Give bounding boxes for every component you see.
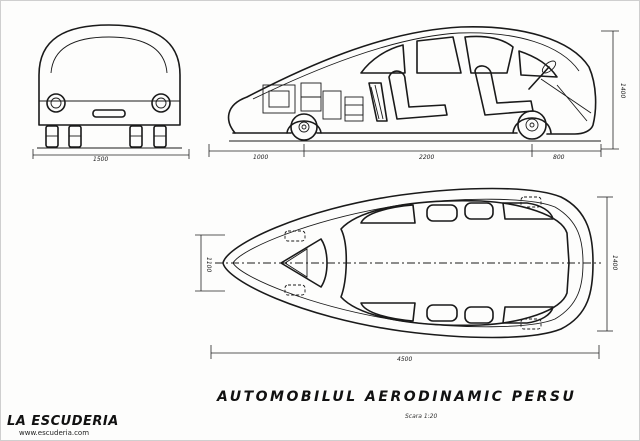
scale-note: Scara 1:20 (405, 413, 437, 420)
logo-text: LA ESCUDERIA (7, 414, 119, 429)
drawing-title: AUTOMOBILUL AERODINAMIC PERSU (216, 389, 576, 405)
front-overhang-label: 1000 (253, 154, 268, 161)
height-label: 1400 (619, 83, 626, 98)
front-view: 1500 (32, 24, 190, 163)
escuderia-logo: LA ESCUDERIA www.escuderia.com (7, 414, 119, 437)
plan-view: 1100 1400 4500 (195, 187, 618, 363)
plan-width-label: 1400 (611, 255, 618, 270)
wheelbase-label: 2200 (419, 154, 434, 161)
front-width-label: 1500 (93, 156, 108, 163)
logo-url: www.escuderia.com (19, 429, 89, 437)
total-length-label: 4500 (397, 356, 412, 363)
track-width-label: 1100 (205, 257, 212, 272)
rear-overhang-label: 800 (553, 154, 565, 161)
side-view: 1000 2200 800 1400 (208, 26, 626, 161)
